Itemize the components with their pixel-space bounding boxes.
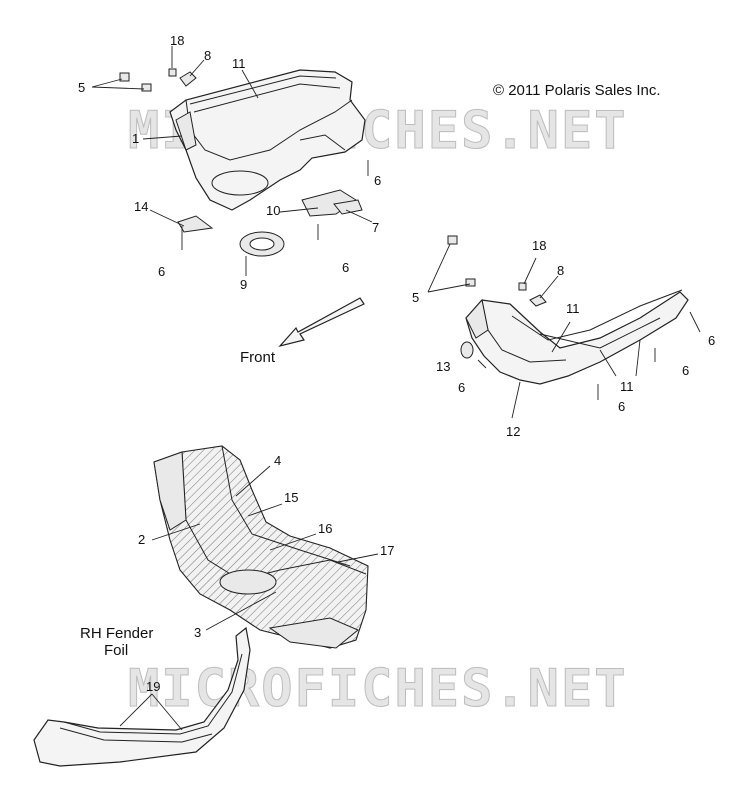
callout-9: 9 [240, 277, 247, 292]
callout-15: 15 [284, 490, 298, 505]
fastener-group-top-left [119, 68, 363, 257]
callout-labels: 18 8 11 5 1 6 14 10 7 6 6 9 18 8 5 11 6 … [78, 33, 715, 694]
callout-1: 1 [132, 131, 139, 146]
floor-panel-rh [465, 289, 689, 385]
callout-3: 3 [194, 625, 201, 640]
plug-icon [460, 341, 474, 359]
callout-17: 17 [380, 543, 394, 558]
callout-12: 12 [506, 424, 520, 439]
callout-6: 6 [342, 260, 349, 275]
callout-6: 6 [682, 363, 689, 378]
leader-lines-top-left [91, 46, 373, 276]
screw-icon [168, 68, 177, 77]
callout-7: 7 [372, 220, 379, 235]
clip-icon [529, 294, 547, 307]
leader-lines-bottom [119, 465, 379, 731]
push-rivet-icon [141, 83, 152, 92]
floor-panel-bottom [153, 445, 369, 649]
callout-11: 11 [620, 379, 634, 394]
callout-5: 5 [412, 290, 419, 305]
callout-6: 6 [158, 264, 165, 279]
callout-6: 6 [618, 399, 625, 414]
callout-6: 6 [708, 333, 715, 348]
callout-2: 2 [138, 532, 145, 547]
callout-6: 6 [458, 380, 465, 395]
callout-18: 18 [532, 238, 546, 253]
front-arrow-icon [278, 297, 365, 348]
callout-8: 8 [204, 48, 211, 63]
front-label: Front [240, 349, 276, 366]
latch-icon [333, 199, 363, 215]
callout-11: 11 [566, 301, 580, 316]
callout-16: 16 [318, 521, 332, 536]
watermark-bottom: MICROFICHES.NET [128, 659, 628, 719]
callout-5: 5 [78, 80, 85, 95]
copyright-text: © 2011 Polaris Sales Inc. [493, 82, 661, 99]
callout-18: 18 [170, 33, 184, 48]
push-rivet-icon [119, 72, 130, 82]
fender-foil-rh [33, 626, 251, 767]
bracket-icon [177, 215, 214, 233]
callout-10: 10 [266, 203, 280, 218]
screw-icon [518, 282, 527, 291]
rh-fender-foil-label-line1: RH Fender [80, 625, 153, 642]
floor-panel-lh [169, 69, 366, 211]
rh-fender-foil-label-line2: Foil [104, 642, 128, 659]
callout-4: 4 [274, 453, 281, 468]
callout-8: 8 [557, 263, 564, 278]
leader-lines-right [427, 243, 701, 419]
callout-13: 13 [436, 359, 450, 374]
callout-11: 11 [232, 56, 246, 71]
callout-14: 14 [134, 199, 148, 214]
callout-6: 6 [374, 173, 381, 188]
callout-19: 19 [146, 679, 160, 694]
fastener-group-right [447, 235, 547, 369]
push-rivet-icon [447, 235, 458, 245]
clip-icon [179, 71, 197, 87]
push-rivet-icon [465, 278, 476, 287]
